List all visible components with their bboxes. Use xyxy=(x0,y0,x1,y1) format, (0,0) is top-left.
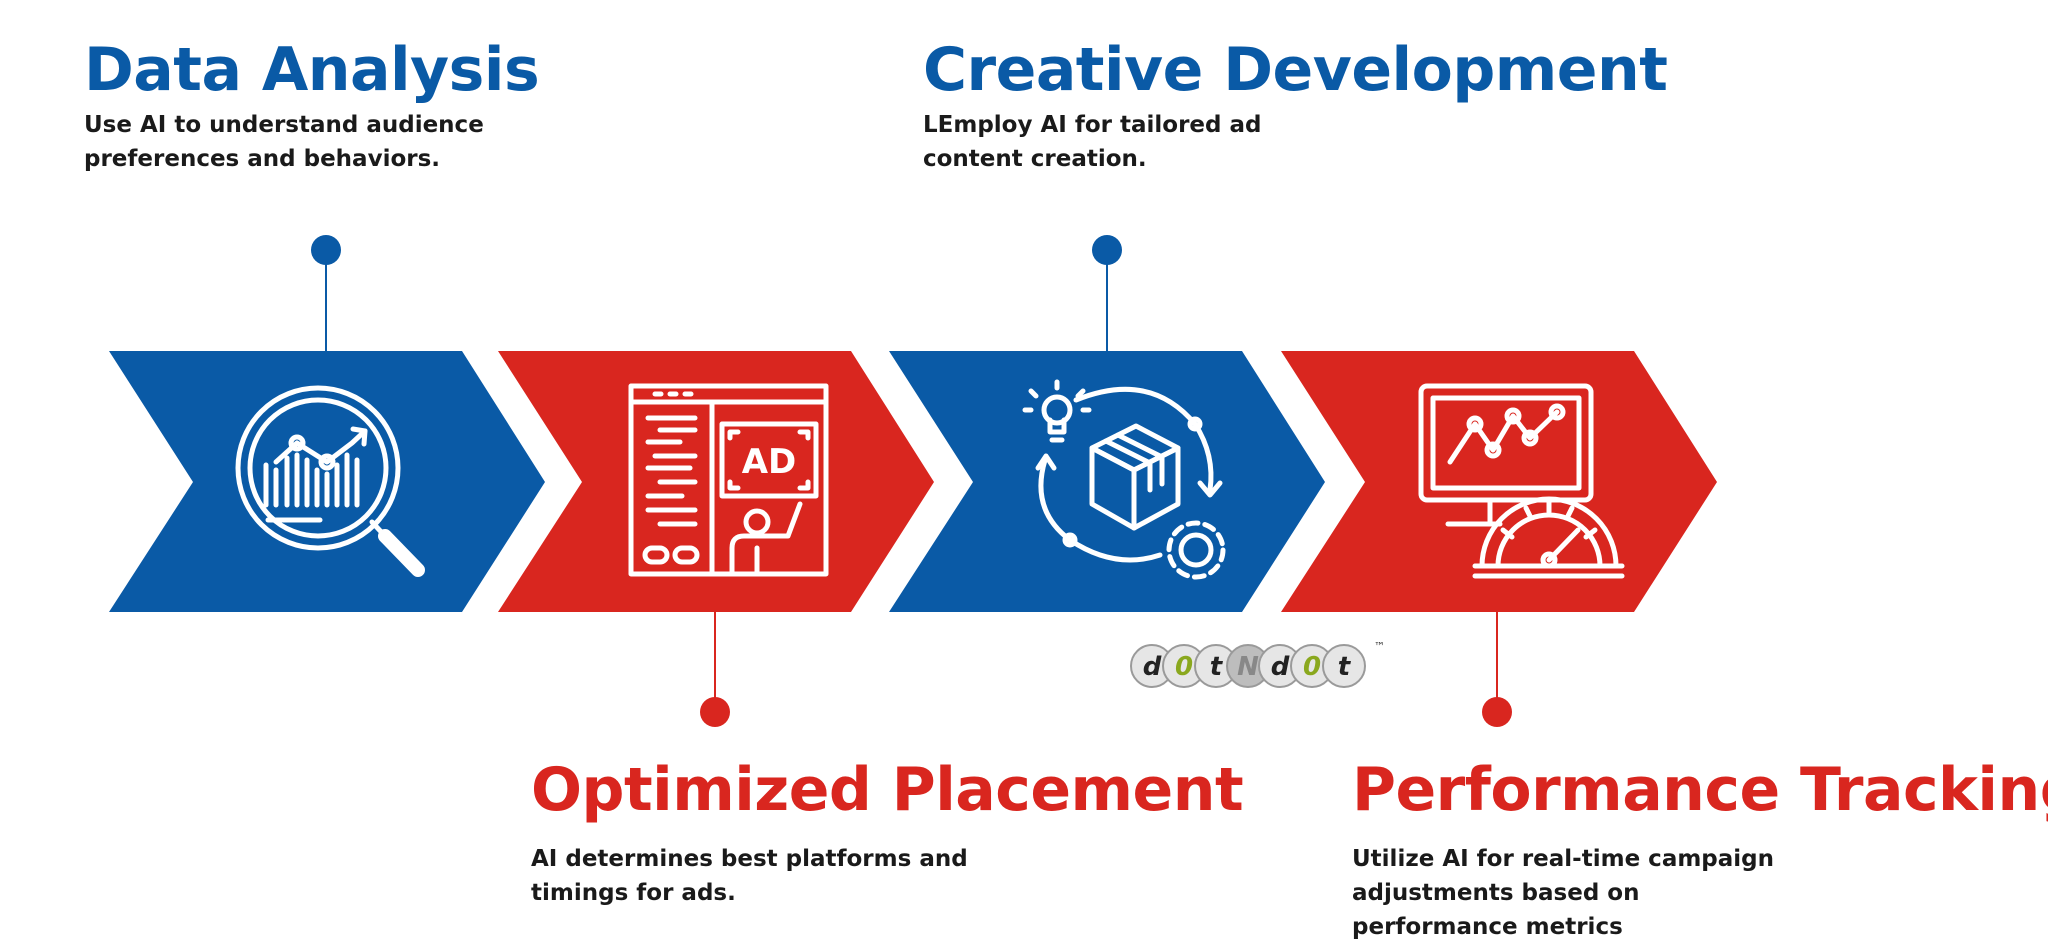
lightbulb-box-gear-icon xyxy=(1022,379,1226,580)
logo-letter: d xyxy=(1143,652,1162,682)
step-3-title: Creative Development xyxy=(923,35,1668,105)
step-2-description: AI determines best platforms and timings… xyxy=(531,846,968,906)
step-1-title: Data Analysis xyxy=(84,35,540,105)
dotndot-logo: d 0 t N d 0 t ™ xyxy=(1130,640,1385,688)
svg-text:AD: AD xyxy=(742,442,797,482)
step-4-title: Performance Tracking xyxy=(1352,755,2048,825)
logo-letter: t xyxy=(1210,652,1224,682)
logo-letter: d xyxy=(1271,652,1290,682)
step-3-description: LEmploy AI for tailored ad content creat… xyxy=(923,112,1262,172)
step-3-marker-dot xyxy=(1092,235,1122,265)
logo-trademark: ™ xyxy=(1374,640,1385,653)
logo-letter: 0 xyxy=(1303,652,1321,682)
step-4-chevron xyxy=(1281,351,1717,612)
step-2-title: Optimized Placement xyxy=(531,755,1244,825)
step-4-description: Utilize AI for real-time campaign adjust… xyxy=(1352,846,1775,940)
magnifier-chart-icon xyxy=(235,385,425,577)
step-1-description: Use AI to understand audience preference… xyxy=(84,112,484,172)
logo-letter: t xyxy=(1338,652,1352,682)
ad-billboard-icon: AD xyxy=(628,383,829,577)
step-3-chevron xyxy=(889,351,1325,612)
logo-letter: N xyxy=(1237,652,1259,682)
logo-letter: 0 xyxy=(1175,652,1193,682)
step-1-marker-dot xyxy=(311,235,341,265)
monitor-gauge-icon xyxy=(1418,383,1625,579)
step-4-marker-dot xyxy=(1482,697,1512,727)
step-2-marker-dot xyxy=(700,697,730,727)
